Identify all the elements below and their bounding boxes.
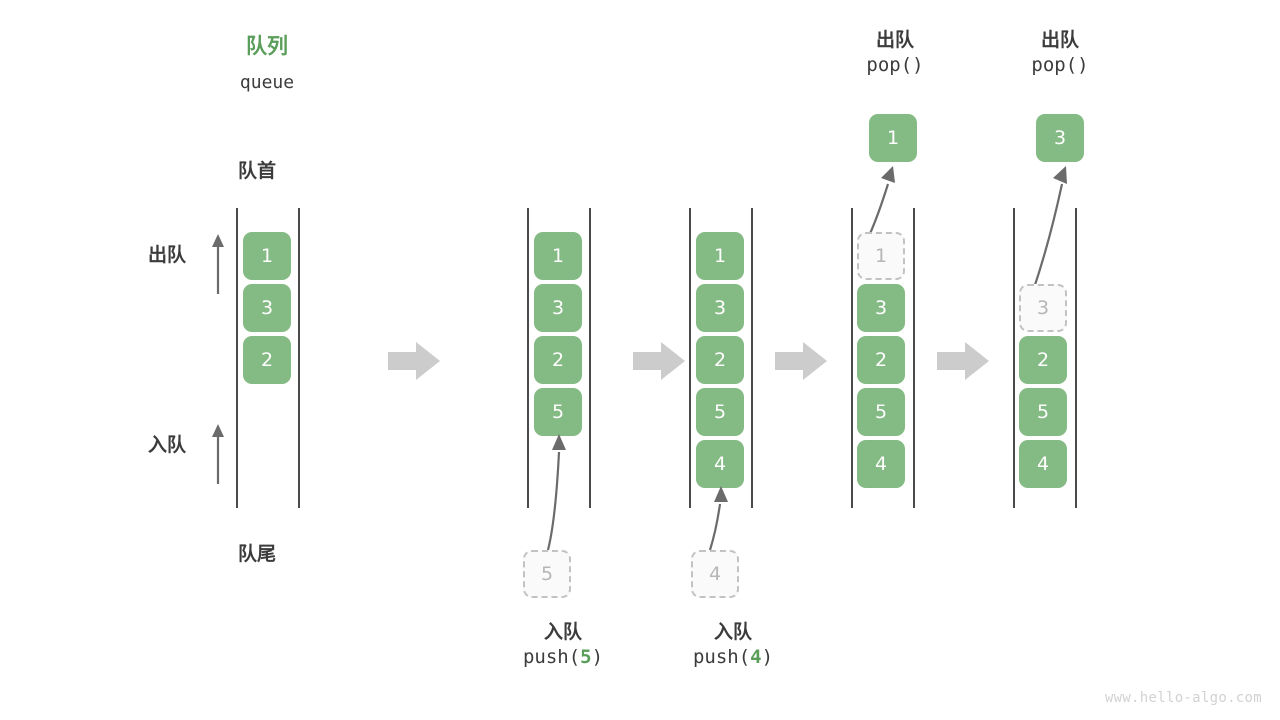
queue-cell: 4 — [1019, 440, 1067, 488]
queue-cell: 3 — [1019, 284, 1067, 332]
step-arrow-icon — [388, 342, 440, 380]
queue-rail-right — [589, 208, 591, 508]
queue-cell: 3 — [696, 284, 744, 332]
dequeue-arrow-icon — [212, 234, 224, 294]
pop-caption: 出队 pop() — [990, 28, 1130, 78]
queue-cell: 1 — [857, 232, 905, 280]
pop-arrow-icon — [1032, 166, 1067, 289]
pop-caption: 出队 pop() — [825, 28, 965, 78]
incoming-element: 5 — [523, 550, 571, 598]
queue-cell: 2 — [534, 336, 582, 384]
queue-cell: 1 — [534, 232, 582, 280]
push-caption-code: push(4) — [692, 645, 774, 668]
pop-caption-cn: 出队 — [875, 29, 914, 51]
queue-title-en: queue — [239, 72, 295, 93]
step-arrow-icon — [775, 342, 827, 380]
popped-element: 1 — [869, 114, 917, 162]
rear-label: 队尾 — [238, 543, 277, 565]
queue-cell: 1 — [243, 232, 291, 280]
queue-cell: 2 — [857, 336, 905, 384]
front-label: 队首 — [238, 160, 277, 182]
queue-cell: 4 — [696, 440, 744, 488]
pop-caption-code: pop() — [866, 53, 924, 76]
queue-rail-right — [1075, 208, 1077, 508]
queue-rail-left — [527, 208, 529, 508]
step-arrow-icon — [633, 342, 685, 380]
incoming-element: 4 — [691, 550, 739, 598]
queue-rail-left — [851, 208, 853, 508]
queue-cell: 5 — [857, 388, 905, 436]
step-arrow-icon — [937, 342, 989, 380]
queue-cell: 3 — [243, 284, 291, 332]
push-caption: 入队 push(4) — [633, 620, 833, 670]
push-caption: 入队 push(5) — [463, 620, 663, 670]
queue-rail-right — [751, 208, 753, 508]
pop-caption-cn: 出队 — [1040, 29, 1079, 51]
queue-rail-left — [1013, 208, 1015, 508]
popped-element: 3 — [1036, 114, 1084, 162]
queue-cell: 2 — [243, 336, 291, 384]
queue-rail-right — [913, 208, 915, 508]
queue-cell: 3 — [534, 284, 582, 332]
queue-rail-left — [236, 208, 238, 508]
queue-cell: 2 — [696, 336, 744, 384]
enqueue-label: 入队 — [148, 434, 187, 456]
push-caption-cn: 入队 — [543, 621, 582, 643]
queue-title: 队列 queue — [205, 30, 329, 93]
queue-cell: 1 — [696, 232, 744, 280]
push-arrow-icon — [546, 434, 566, 551]
queue-cell: 4 — [857, 440, 905, 488]
dequeue-label: 出队 — [148, 244, 187, 266]
queue-rail-left — [689, 208, 691, 508]
queue-cell: 2 — [1019, 336, 1067, 384]
push-caption-code: push(5) — [522, 645, 604, 668]
queue-title-cn: 队列 — [246, 34, 288, 58]
push-arrow-icon — [708, 486, 728, 551]
enqueue-arrow-icon — [212, 424, 224, 484]
pop-caption-code: pop() — [1031, 53, 1089, 76]
queue-rail-right — [298, 208, 300, 508]
push-caption-cn: 入队 — [713, 621, 752, 643]
watermark: www.hello-algo.com — [1104, 690, 1262, 706]
queue-cell: 3 — [857, 284, 905, 332]
queue-cell: 5 — [1019, 388, 1067, 436]
queue-cell: 5 — [534, 388, 582, 436]
pop-arrow-icon — [867, 166, 895, 237]
queue-cell: 5 — [696, 388, 744, 436]
